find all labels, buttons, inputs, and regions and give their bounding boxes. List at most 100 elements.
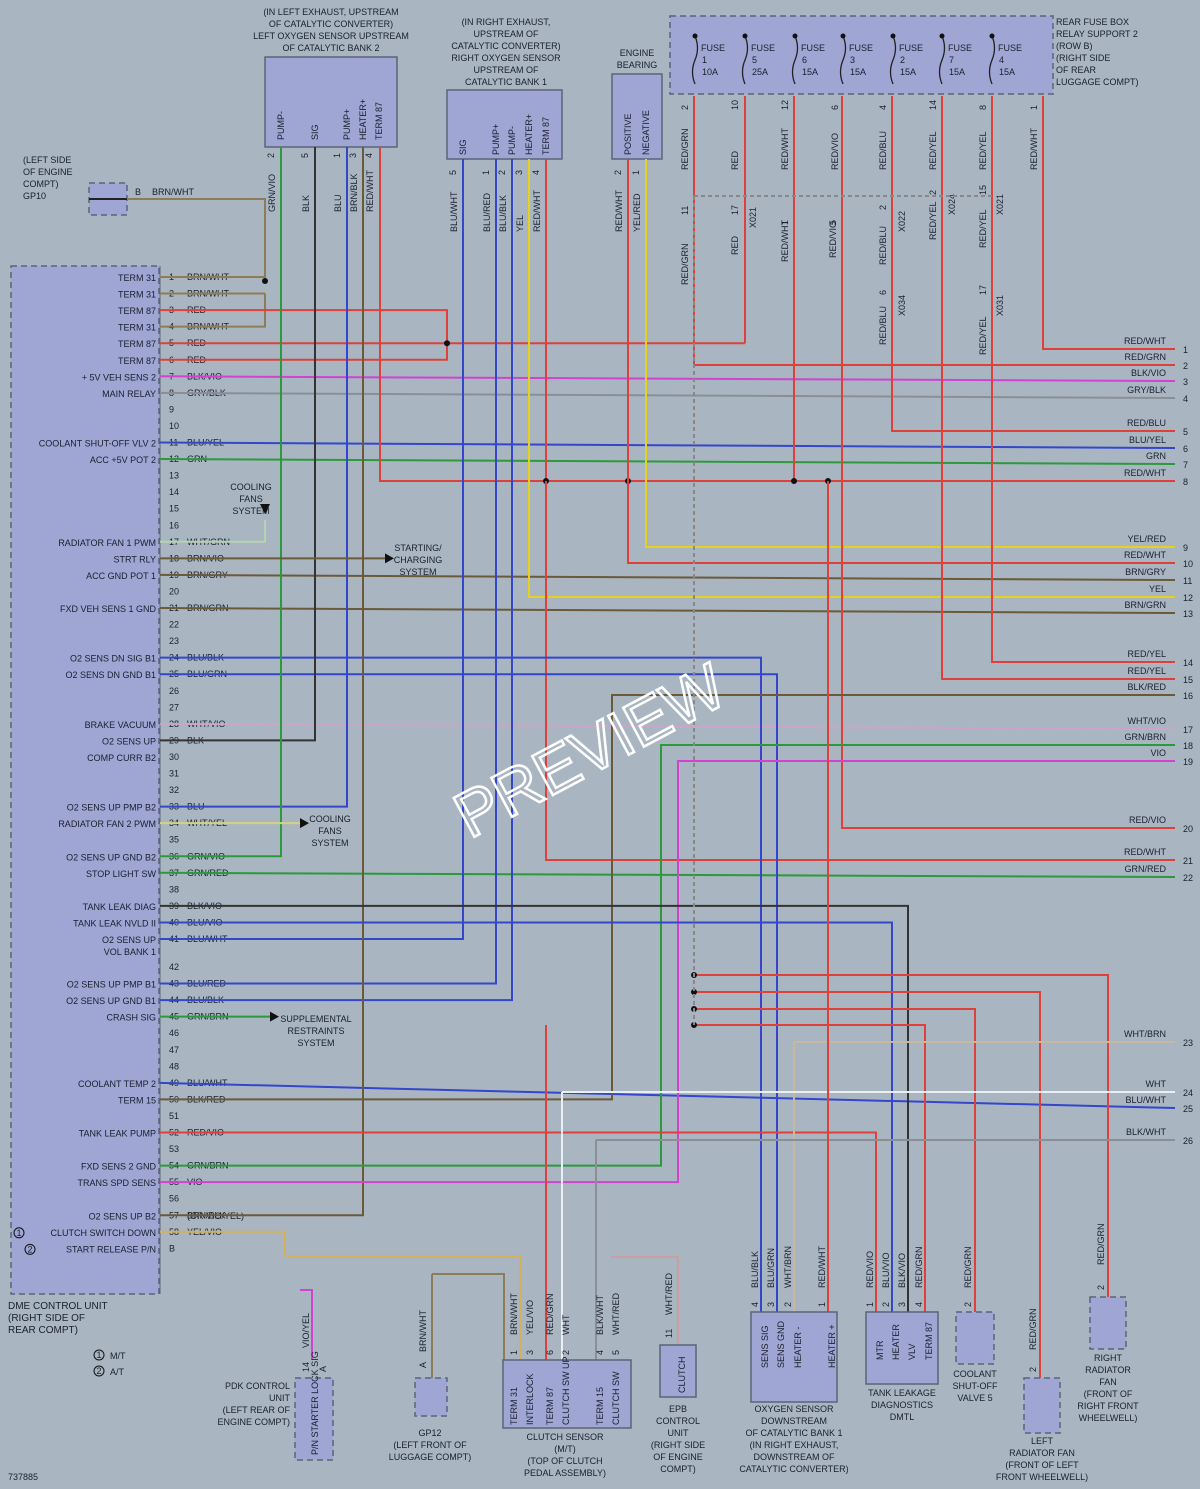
x-connector-pin: 1 <box>780 220 790 225</box>
clutch-title: CLUTCH SENSOR <box>526 1432 604 1442</box>
dmtl-pin-num: 3 <box>897 1302 907 1307</box>
legend-marker <box>13 1227 25 1239</box>
x-connector-pin: 17 <box>730 205 740 215</box>
wire-blu-blk <box>160 656 762 1312</box>
legend-value: A/T <box>110 1367 125 1377</box>
right-fan-title: RADIATOR <box>1085 1365 1131 1375</box>
cooling-fans-note: SYSTEM <box>311 838 348 848</box>
clutch-title: (TOP OF CLUTCH <box>527 1456 602 1466</box>
wire-blk-vio <box>160 904 909 1312</box>
o2-left-title: OF CATALYTIC BANK 2 <box>282 43 379 53</box>
wire-red-yel <box>991 96 1175 663</box>
dmtl-pin-func: TERM 87 <box>924 1322 934 1360</box>
fuse-amp: 15A <box>999 67 1015 77</box>
dme-control-unit <box>10 265 160 1295</box>
right-wire-label: WHT/BRN <box>1124 1029 1166 1039</box>
wire-red-wht <box>379 147 1175 482</box>
legend-marker-num: 2 <box>27 1244 32 1254</box>
dmtl-pin-num: 1 <box>865 1302 875 1307</box>
dme-pin-number: 26 <box>169 686 179 696</box>
dme-pin-function: O2 SENS UP <box>102 935 156 945</box>
clutch-wire: BRN/WHT <box>509 1293 519 1335</box>
fuse-label: FUSE <box>849 43 873 53</box>
fuse-icon <box>839 35 847 85</box>
right-wire-label: BLK/RED <box>1127 682 1166 692</box>
legend-marker-num: 1 <box>16 1228 21 1238</box>
o2-sensor-left-upstream <box>264 56 398 148</box>
clutch-pin-num: 6 <box>545 1350 555 1355</box>
fuse-icon <box>938 35 946 85</box>
engine-bearing-wire: RED/WHT <box>614 190 624 232</box>
wire-blk-red <box>160 694 1175 1101</box>
pdk-pin-func: P/N STARTER LOCK SIG <box>310 1351 320 1455</box>
dme-pin-number: 9 <box>169 404 174 414</box>
epb-title: OF ENGINE <box>653 1452 703 1462</box>
right-connector-number: 8 <box>1183 477 1188 487</box>
wire-blu <box>160 147 348 808</box>
right-connector-number: 4 <box>1183 394 1188 404</box>
dme-pin-number: 51 <box>169 1111 179 1121</box>
wire-wht-grn <box>160 520 266 543</box>
dme-pin-function: STOP LIGHT SW <box>86 869 157 879</box>
right-wire-label: YEL/RED <box>1127 534 1166 544</box>
dme-pin-function: O2 SENS UP GND B2 <box>66 852 156 862</box>
dme-pin-function: O2 SENS UP PMP B2 <box>67 803 156 813</box>
wire-brn-wht <box>432 1273 505 1360</box>
dme-pin-function: BRAKE VACUUM <box>85 720 156 730</box>
arrow-icon <box>270 1011 279 1022</box>
clutch-wire: WHT <box>561 1314 571 1335</box>
restraints-note: SYSTEM <box>297 1038 334 1048</box>
clutch-pin-func: INTERLOCK <box>525 1373 535 1425</box>
clutch-pin-num: 5 <box>611 1350 621 1355</box>
clutch-pin-func: TERM 87 <box>545 1387 555 1425</box>
epb-title: (RIGHT SIDE <box>651 1440 705 1450</box>
legend-value: M/T <box>110 1351 126 1361</box>
fuse-terminal <box>989 33 995 39</box>
o2-right-wire: BLU/WHT <box>449 191 459 232</box>
o2-down-title: OF CATALYTIC BANK 1 <box>745 1428 842 1438</box>
pdk-title: PDK CONTROL <box>225 1381 290 1391</box>
right-connector-number: 10 <box>1183 559 1193 569</box>
fuse-box-wire: RED/YEL <box>928 131 938 170</box>
o2-down-pin-num: 1 <box>817 1302 827 1307</box>
wire-yel-vio <box>285 1255 521 1360</box>
fuse-amp: 15A <box>802 67 818 77</box>
pdk-title: (LEFT REAR OF <box>223 1405 291 1415</box>
cooling-fans-note: FANS <box>318 826 342 836</box>
left-fan-title: (FRONT OF LEFT <box>1005 1460 1079 1470</box>
clutch-wire: YEL/VIO <box>525 1300 535 1335</box>
x-connector-wire: RED/YEL <box>928 201 938 240</box>
wire-red-vio <box>841 96 1175 829</box>
right-wire-label: RED/GRN <box>1124 352 1166 362</box>
wire-blk <box>160 147 316 742</box>
dme-pin-function: STRT RLY <box>113 554 156 564</box>
right-wire-label: RED/WHT <box>1124 847 1166 857</box>
fuse-box-pin: 12 <box>780 100 790 110</box>
right-fan-title: RIGHT FRONT <box>1077 1401 1139 1411</box>
o2-right-wire: YEL <box>515 215 525 232</box>
dme-pin-number: 53 <box>169 1144 179 1154</box>
o2-left-wire: BRN/BLK <box>349 173 359 212</box>
o2-right-pin-num: 1 <box>481 170 491 175</box>
o2-down-pin-num: 2 <box>783 1302 793 1307</box>
x-connector-id: X022 <box>897 211 907 232</box>
wire-red <box>160 309 448 361</box>
left-fan-wire: RED/GRN <box>1028 1308 1038 1350</box>
right-wire-label: RED/WHT <box>1124 468 1166 478</box>
fuse-box-title: (RIGHT SIDE <box>1056 53 1110 63</box>
o2-down-title: (IN RIGHT EXHAUST, <box>750 1440 839 1450</box>
right-wire-label: BLU/WHT <box>1126 1095 1167 1105</box>
fuse-icon <box>791 35 799 85</box>
fuse-label: FUSE <box>948 43 972 53</box>
dme-pin-function: O2 SENS UP B2 <box>89 1211 156 1221</box>
fuse-box-pin: 4 <box>878 105 888 110</box>
fuse-box-wire: RED <box>730 150 740 170</box>
engine-bearing-wire: YEL/RED <box>632 193 642 232</box>
fuse-icon <box>691 35 699 85</box>
left-fan-title: FRONT WHEELWELL) <box>996 1472 1088 1482</box>
dme-pin-function: COOLANT TEMP 2 <box>78 1079 156 1089</box>
rear-fuse-box <box>669 15 1054 95</box>
dmtl-pin-num: 4 <box>914 1302 924 1307</box>
wire-grn-brn <box>160 744 1175 1167</box>
o2-right-title: (IN RIGHT EXHAUST, <box>462 17 551 27</box>
